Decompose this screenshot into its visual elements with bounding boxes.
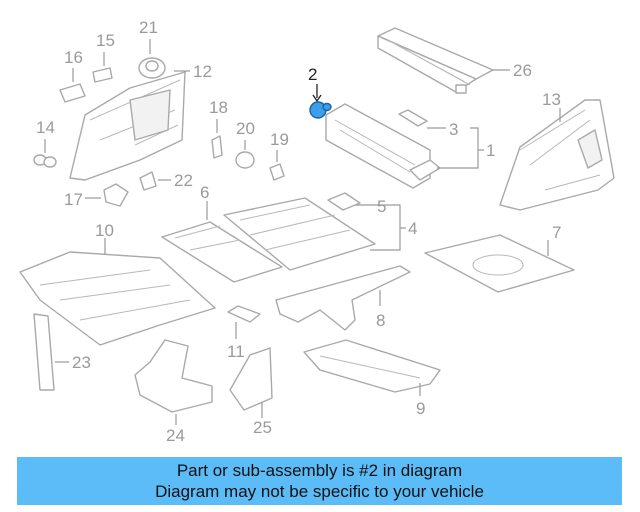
callout-9: 9 bbox=[416, 399, 425, 418]
callout-11: 11 bbox=[227, 342, 245, 361]
part-17-fastener[interactable]: 17 bbox=[64, 183, 129, 209]
callout-6: 6 bbox=[200, 183, 209, 202]
callout-25: 25 bbox=[253, 418, 272, 437]
callout-4: 4 bbox=[408, 219, 417, 238]
part-9-rear-rail[interactable]: 9 bbox=[303, 339, 441, 418]
leader-1 bbox=[437, 127, 479, 169]
part-11-bracket[interactable]: 11 bbox=[227, 305, 261, 361]
part-14-clips[interactable]: 14 bbox=[33, 118, 57, 168]
part-2-clip[interactable]: 2 bbox=[308, 65, 332, 119]
callout-21: 21 bbox=[139, 18, 158, 37]
part-1-rear-panel[interactable] bbox=[325, 103, 441, 189]
parts-diagram: 26 2 3 1 13 12 16 bbox=[19, 18, 615, 445]
part-10-carpet[interactable]: 10 bbox=[19, 221, 216, 346]
part-20-grommet[interactable]: 20 bbox=[235, 119, 255, 169]
banner-line-1: Part or sub-assembly is #2 in diagram bbox=[176, 461, 463, 480]
part-25-panel[interactable]: 25 bbox=[229, 347, 273, 437]
info-banner: Part or sub-assembly is #2 in diagram Di… bbox=[17, 457, 622, 505]
part-16-bracket[interactable]: 16 bbox=[59, 48, 86, 103]
callout-19: 19 bbox=[270, 130, 289, 149]
part-26-cargo-cover[interactable]: 26 bbox=[377, 27, 532, 94]
callout-2: 2 bbox=[308, 65, 317, 84]
callout-13: 13 bbox=[542, 90, 561, 109]
part-15-clip[interactable]: 15 bbox=[92, 31, 115, 83]
callout-1: 1 bbox=[486, 141, 495, 160]
part-22-clip[interactable]: 22 bbox=[139, 171, 193, 191]
callout-22: 22 bbox=[174, 171, 193, 190]
callout-8: 8 bbox=[376, 311, 385, 330]
callout-5: 5 bbox=[377, 197, 386, 216]
part-13-right-trim[interactable]: 13 bbox=[499, 90, 615, 211]
callout-18: 18 bbox=[209, 98, 228, 117]
callout-10: 10 bbox=[95, 221, 114, 240]
part-19-pin[interactable]: 19 bbox=[269, 130, 289, 181]
part-24-sill-trim[interactable]: 24 bbox=[134, 339, 213, 445]
part-23-trim-strip[interactable]: 23 bbox=[33, 313, 91, 391]
callout-17: 17 bbox=[64, 190, 83, 209]
callout-26: 26 bbox=[513, 61, 532, 80]
callout-3: 3 bbox=[449, 120, 458, 139]
callout-16: 16 bbox=[64, 48, 83, 67]
part-18-clip[interactable]: 18 bbox=[209, 98, 228, 159]
part-3-pad[interactable]: 3 bbox=[398, 109, 458, 139]
callout-24: 24 bbox=[166, 426, 185, 445]
callout-7: 7 bbox=[552, 223, 561, 242]
banner-line-2: Diagram may not be specific to your vehi… bbox=[155, 482, 484, 501]
callout-15: 15 bbox=[96, 31, 115, 50]
callout-23: 23 bbox=[72, 353, 91, 372]
callout-12: 12 bbox=[193, 62, 212, 81]
part-8-crossmember[interactable]: 8 bbox=[275, 265, 411, 331]
callout-20: 20 bbox=[236, 119, 255, 138]
part-12-left-trim[interactable]: 12 bbox=[69, 62, 212, 181]
part-6-floor-section[interactable]: 6 bbox=[161, 183, 283, 283]
part-21-retainer[interactable]: 21 bbox=[138, 18, 166, 79]
callout-14: 14 bbox=[36, 118, 55, 137]
part-4-floor-panel[interactable]: 5 4 bbox=[223, 192, 417, 271]
part-7-floor-mat[interactable]: 7 bbox=[424, 223, 575, 293]
